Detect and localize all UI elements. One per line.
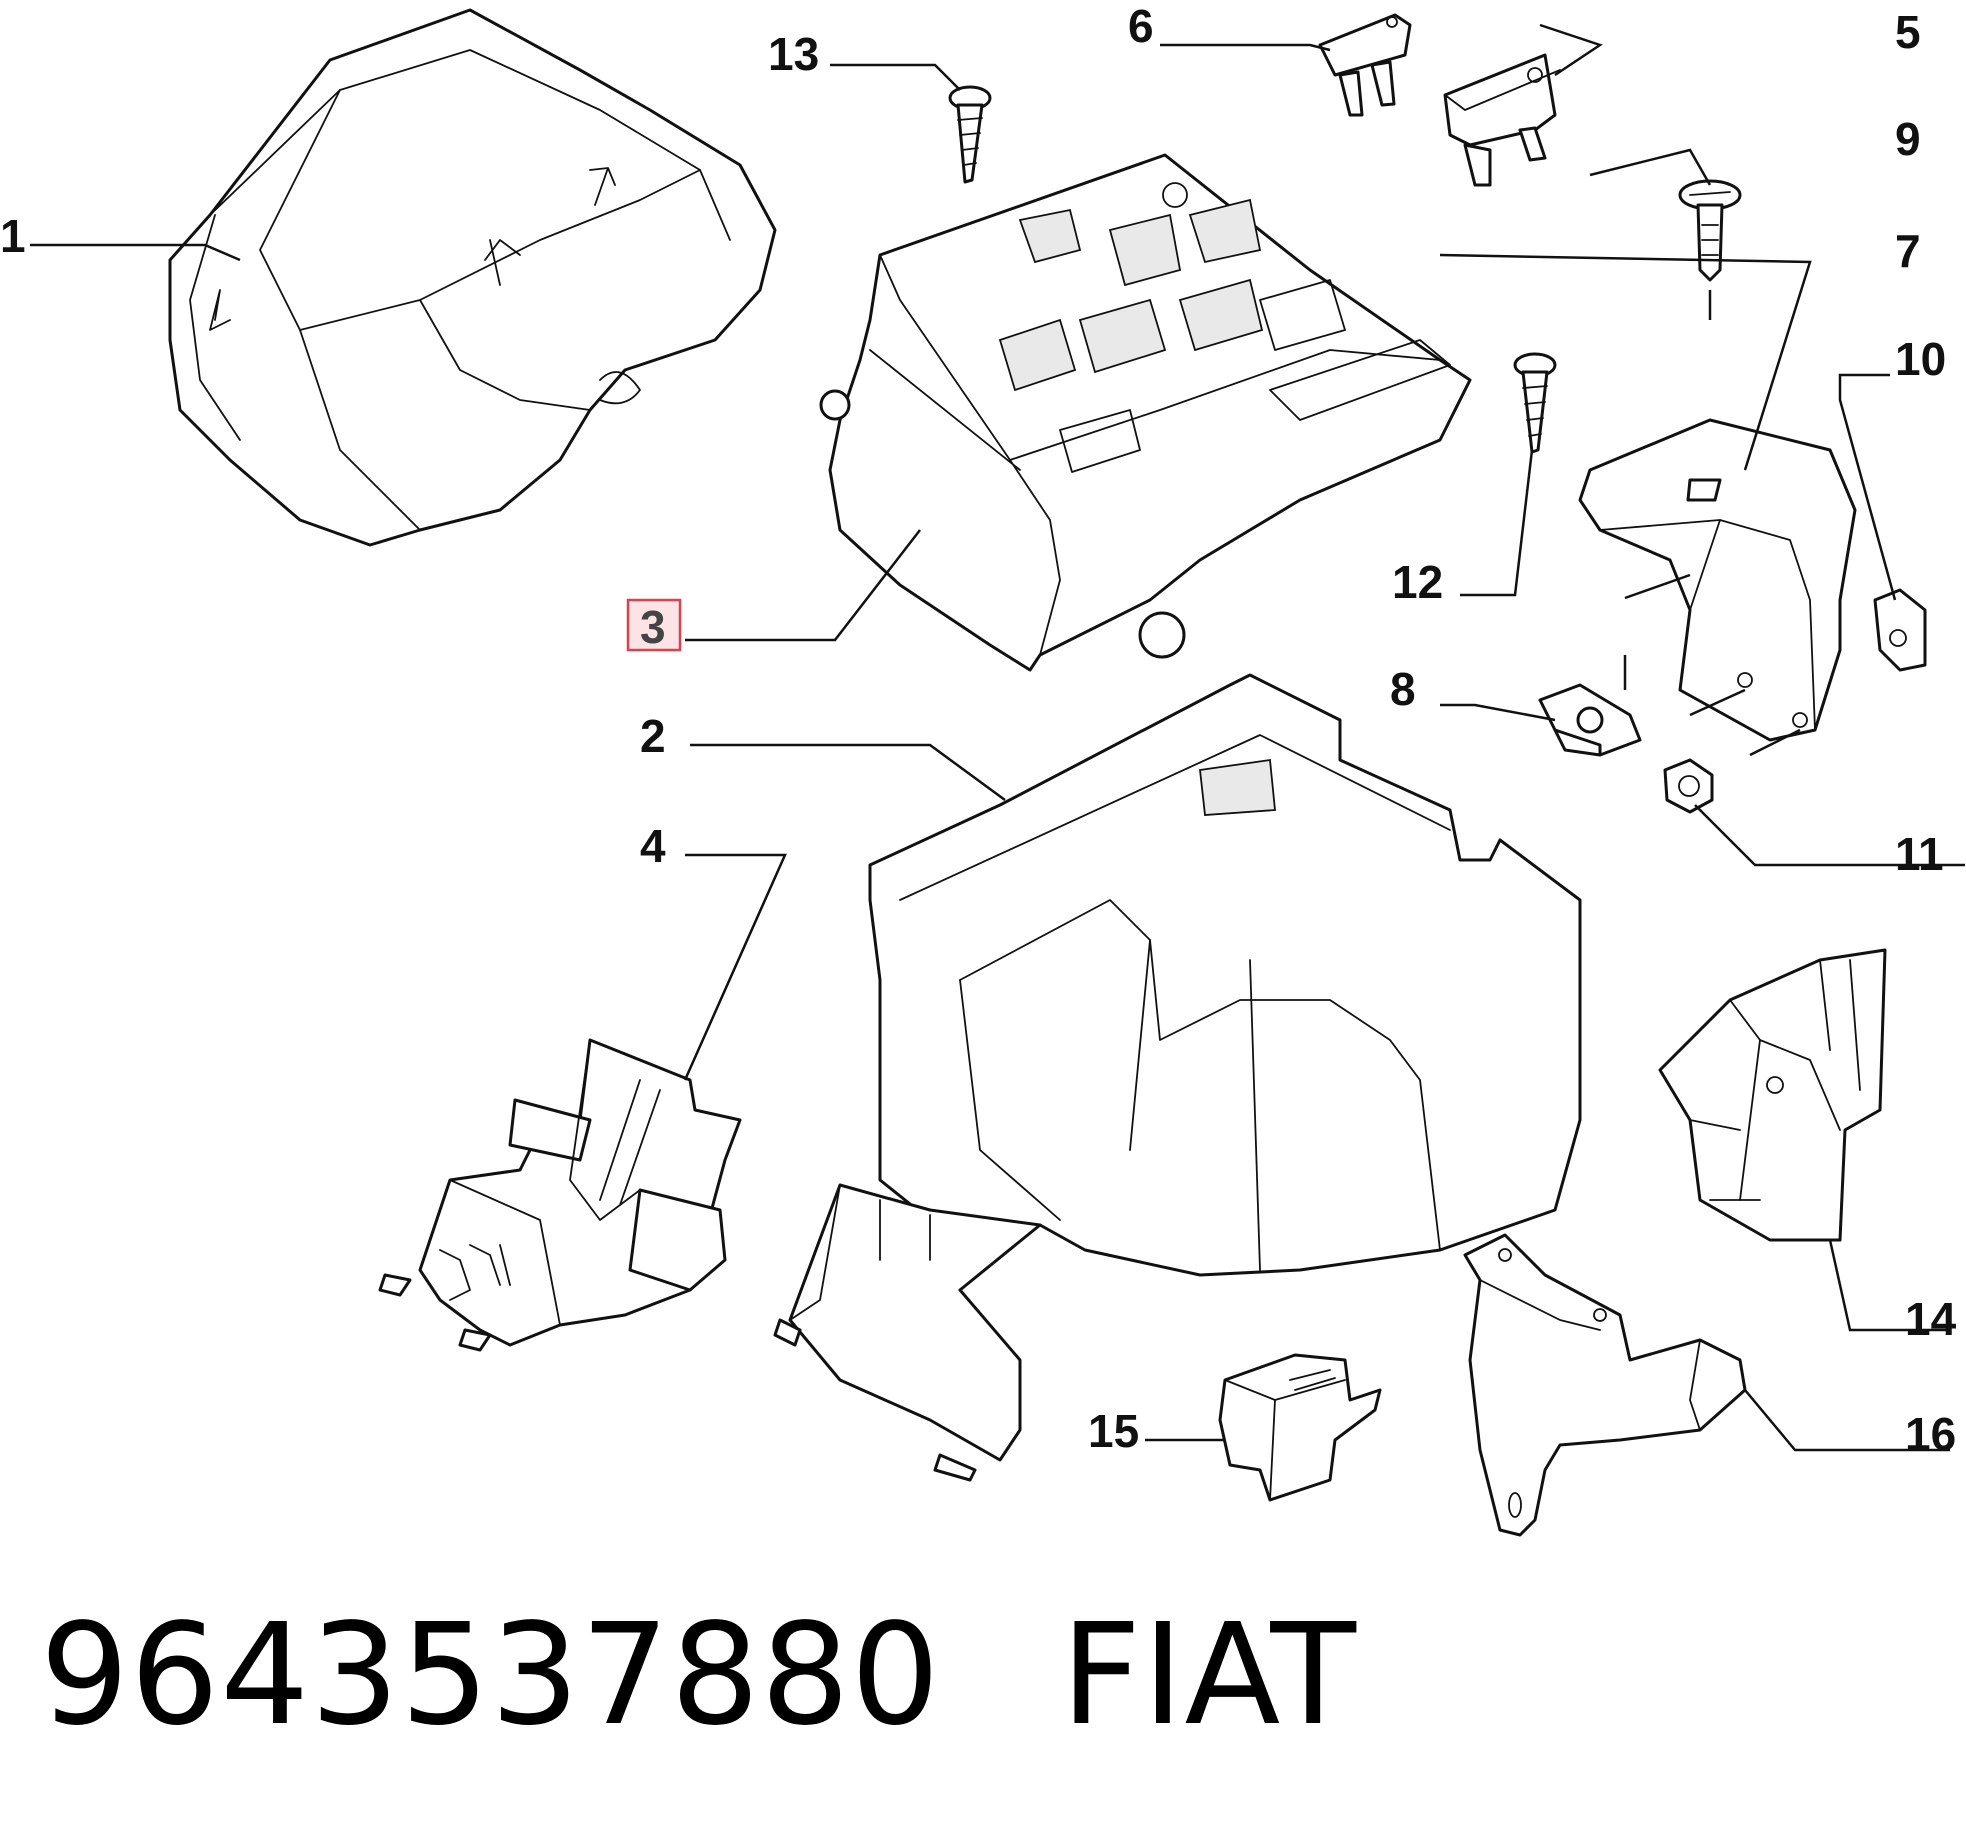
callout-10[interactable]: 10: [1895, 333, 1946, 385]
callout-13[interactable]: 13: [768, 28, 819, 80]
part-10-clip[interactable]: [1873, 588, 1927, 672]
part-14-relay-holder[interactable]: [1658, 948, 1887, 1242]
callout-1[interactable]: 1: [0, 210, 26, 262]
callout-12[interactable]: 12: [1392, 556, 1443, 608]
callout-3-highlight: [626, 598, 682, 652]
part-number: 9643537880: [40, 1593, 941, 1757]
part-11-nut[interactable]: [1663, 758, 1714, 814]
part-12-screw[interactable]: [1513, 352, 1557, 454]
part-8-stud-bracket[interactable]: [1538, 683, 1642, 757]
part-15-small-bracket[interactable]: [1218, 1353, 1382, 1502]
callout-14[interactable]: 14: [1905, 1293, 1957, 1345]
callout-3[interactable]: 3: [640, 601, 666, 653]
callout-16[interactable]: 16: [1905, 1408, 1956, 1460]
part-5-maxi-fuse[interactable]: [1443, 53, 1561, 187]
part-16-support-bracket[interactable]: [1463, 1233, 1747, 1537]
part-1-cover[interactable]: [168, 8, 777, 547]
part-13-screw[interactable]: [948, 85, 992, 184]
callout-9[interactable]: 9: [1895, 113, 1921, 165]
callout-11[interactable]: 11: [1895, 828, 1944, 880]
callout-labels: 1 2 3 4 5 6 7 8 9 10 11 12 13 14 15 16: [0, 0, 1957, 1460]
part-9-push-clip[interactable]: [1678, 179, 1742, 282]
callout-5[interactable]: 5: [1895, 6, 1921, 58]
callout-7[interactable]: 7: [1895, 225, 1921, 277]
callout-4[interactable]: 4: [640, 820, 666, 872]
part-4-bracket[interactable]: [378, 1038, 742, 1352]
brand-name: FIAT: [1060, 1593, 1357, 1757]
leader-lines: [30, 23, 1965, 1452]
callout-2[interactable]: 2: [640, 710, 666, 762]
part-7-shield-bracket[interactable]: [1578, 418, 1857, 742]
part-3-fuse-box[interactable]: [819, 153, 1472, 672]
callout-8[interactable]: 8: [1390, 663, 1416, 715]
callout-15[interactable]: 15: [1088, 1405, 1139, 1457]
part-2-tray[interactable]: [773, 673, 1582, 1482]
part-number-footer: 9643537880 FIAT: [40, 1594, 1357, 1757]
part-6-blade-fuse[interactable]: [1318, 13, 1412, 117]
callout-6[interactable]: 6: [1128, 0, 1154, 52]
